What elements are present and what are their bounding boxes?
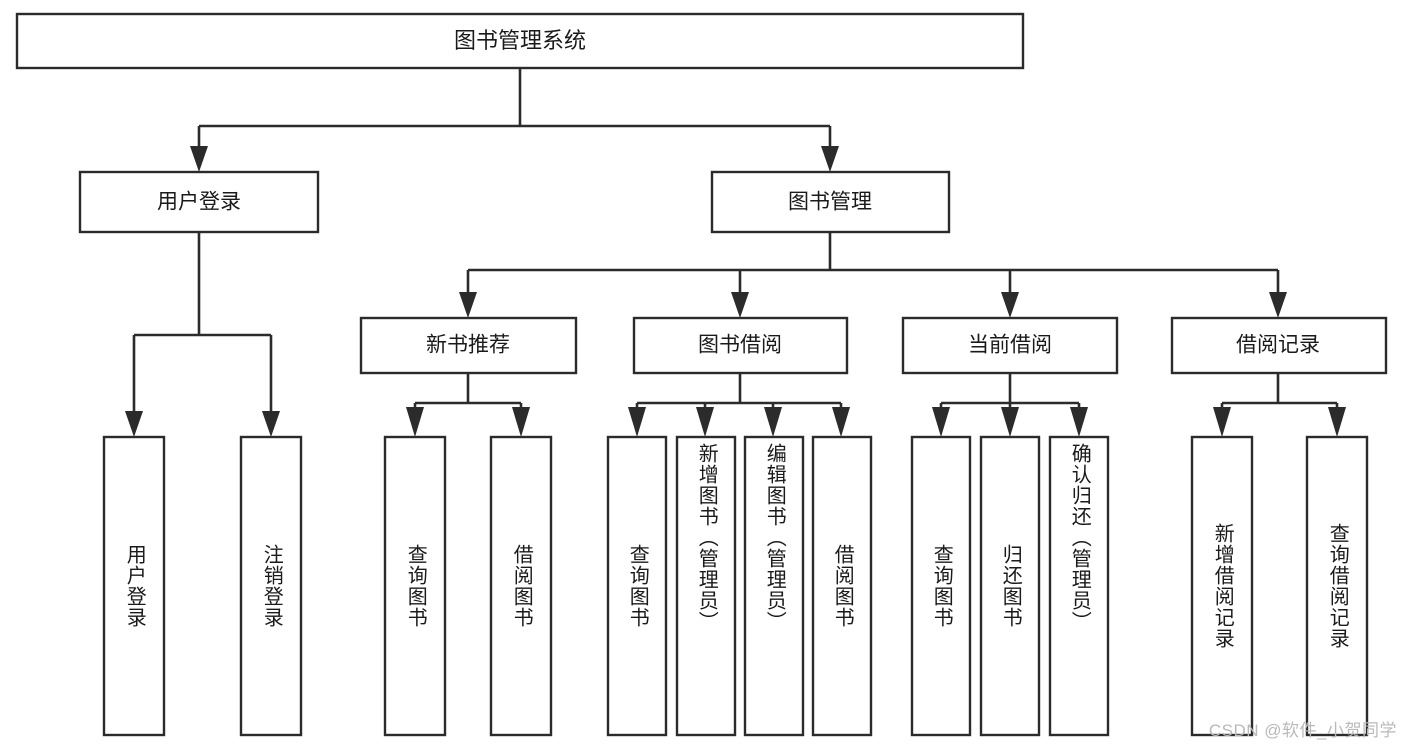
arrowhead-recommend-leaf-1 (406, 407, 424, 437)
node-new-book-recommend-label: 新书推荐 (426, 334, 510, 357)
node-book-borrow-label: 图书借阅 (698, 334, 782, 357)
node-current-borrow-box[interactable] (901, 316, 1119, 375)
node-new-book-recommend-box[interactable] (359, 316, 578, 375)
arrowhead-current-leaf-3 (1070, 407, 1088, 437)
arrowhead-borrow-leaf-4 (832, 407, 850, 437)
arrowhead-recommend-leaf-2 (512, 407, 530, 437)
leaf-record-query-box[interactable] (1305, 435, 1369, 737)
leaf-current-return-book-box[interactable] (979, 435, 1041, 737)
node-current-borrow-label: 当前借阅 (968, 334, 1052, 357)
arrowhead-book-mgmt (821, 146, 839, 172)
arrowhead-book-borrow (731, 292, 749, 318)
leaf-borrow-query-book-box[interactable] (606, 435, 668, 737)
arrowhead-record-leaf-2 (1328, 407, 1346, 437)
arrowhead-new-book-recommend (459, 292, 477, 318)
leaf-borrow-edit-book-box[interactable] (743, 435, 805, 737)
node-root-box[interactable] (15, 12, 1025, 70)
leaf-current-query-book-box[interactable] (910, 435, 972, 737)
csdn-watermark: CSDN @软件_小贺同学 (1208, 721, 1397, 740)
node-book-borrow-box[interactable] (632, 316, 849, 375)
leaf-borrow-add-book-box[interactable] (675, 435, 737, 737)
arrowhead-current-leaf-2 (1001, 407, 1019, 437)
arrowhead-current-leaf-1 (932, 407, 950, 437)
node-book-management-label: 图书管理 (788, 191, 872, 214)
arrowhead-user-login (190, 146, 208, 172)
node-borrow-record-label: 借阅记录 (1236, 334, 1320, 357)
node-user-login-box[interactable] (78, 170, 320, 234)
arrowhead-record-leaf-1 (1213, 407, 1231, 437)
node-root-label: 图书管理系统 (454, 28, 586, 53)
node-borrow-record-box[interactable] (1170, 316, 1388, 375)
node-book-management-box[interactable] (710, 170, 951, 234)
leaf-record-add-box[interactable] (1190, 435, 1254, 737)
arrowhead-borrow-leaf-3 (764, 407, 782, 437)
leaf-current-confirm-return-box[interactable] (1048, 435, 1110, 737)
arrowhead-leaf-user-login (125, 411, 143, 437)
arrowhead-leaf-logout (262, 411, 280, 437)
node-user-login-label: 用户登录 (157, 191, 241, 214)
connectors-group (125, 68, 1346, 437)
leaf-recommend-query-book-box[interactable] (383, 435, 447, 737)
arrowhead-borrow-record (1269, 292, 1287, 318)
arrowhead-current-borrow (1001, 292, 1019, 318)
arrowhead-borrow-leaf-1 (628, 407, 646, 437)
leaf-logout-box[interactable] (239, 435, 303, 737)
leaf-recommend-borrow-book-box[interactable] (489, 435, 553, 737)
leaf-user-login-box[interactable] (102, 435, 166, 737)
arrowhead-borrow-leaf-2 (696, 407, 714, 437)
leaf-borrow-borrow-book-box[interactable] (811, 435, 873, 737)
